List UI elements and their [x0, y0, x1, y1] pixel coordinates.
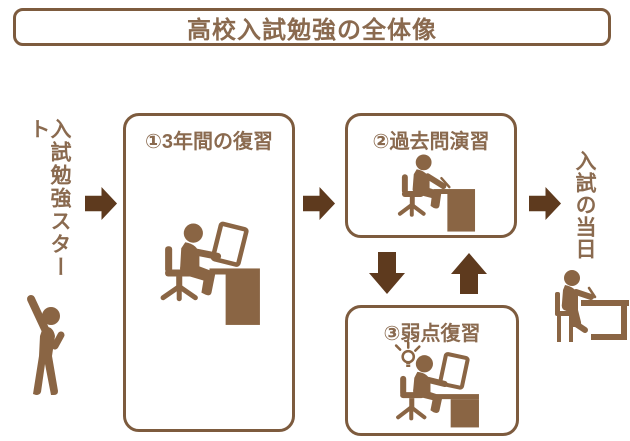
arrow-up-icon: [450, 252, 488, 295]
step-3-label: ③弱点復習: [383, 323, 481, 345]
arrow-right-icon: [529, 186, 562, 221]
person-idea-at-desk-icon: [386, 340, 482, 432]
step-box-1: ①3年間の復習: [123, 113, 295, 432]
person-writing-at-desk-icon: [394, 154, 478, 234]
arrow-right-icon: [303, 186, 336, 221]
step-2-label: ②過去問演習: [372, 131, 490, 153]
person-cheering-icon: [18, 292, 70, 404]
person-studying-at-desk-icon: [153, 221, 269, 329]
end-label: 入試の当日: [573, 150, 596, 260]
step-box-2: ②過去問演習: [345, 113, 517, 238]
page-title: 高校入試勉強の全体像: [187, 16, 437, 44]
start-label: 入試勉強スタート: [27, 118, 71, 279]
arrow-down-icon: [368, 252, 406, 295]
arrow-right-icon: [85, 186, 118, 221]
step-box-3: ③弱点復習: [345, 305, 519, 436]
step-1-label: ①3年間の復習: [144, 131, 274, 153]
title-box: 高校入試勉強の全体像: [13, 8, 611, 46]
person-taking-exam-at-desk-icon: [545, 270, 630, 348]
